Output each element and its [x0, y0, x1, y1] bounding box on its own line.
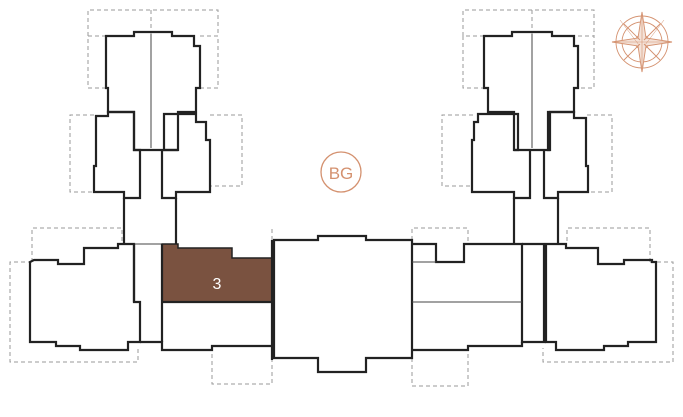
right-tower-upper-wall — [482, 30, 580, 152]
balcony-right-mid-b — [587, 114, 613, 193]
building-walls — [28, 30, 658, 374]
balcony-center-left-bottom — [211, 354, 273, 385]
balcony-left-top — [87, 9, 219, 36]
unit-3-highlight[interactable] — [161, 243, 273, 303]
balcony-far-right-top — [566, 227, 651, 262]
left-tower-lower-wall-b — [160, 112, 212, 200]
right-central-divider — [412, 261, 522, 303]
balcony-left-top-side-b — [200, 35, 219, 89]
balcony-right-top — [462, 9, 595, 36]
balcony-far-right-bottom — [542, 261, 674, 363]
floor-badge: BG — [320, 151, 362, 193]
balcony-left-mid-a — [69, 114, 94, 193]
balcony-right-top-side-a — [462, 35, 484, 89]
balcony-center-right-bottom — [411, 354, 469, 387]
left-tower-lower-wall — [92, 110, 142, 200]
far-right-wing-wall — [544, 242, 658, 352]
floor-label: BG — [329, 164, 354, 183]
left-tower-upper-wall — [104, 30, 202, 152]
balcony-far-left-bottom — [9, 261, 139, 363]
right-central-wing-wall — [412, 242, 546, 344]
balcony-center-left-top — [271, 227, 274, 240]
balcony-right-mid-a — [441, 114, 473, 187]
floor-badge-ring — [320, 151, 362, 193]
compass-rose-icon — [611, 11, 673, 73]
balcony-far-left-top — [31, 227, 123, 262]
left-central-wing-wall — [140, 340, 272, 352]
right-central-bottom — [412, 342, 524, 352]
balcony-left-top-side-a — [87, 35, 106, 89]
far-left-wing-wall — [28, 242, 142, 352]
balcony-outlines — [9, 9, 674, 387]
balcony-center-right-top — [411, 227, 469, 244]
balcony-left-mid-b — [210, 114, 243, 187]
right-tower-lower-wall — [470, 112, 532, 200]
central-block-wall — [272, 234, 414, 374]
right-corridor-wall — [522, 242, 546, 342]
balcony-right-top-side-b — [578, 35, 595, 89]
left-central-corridor — [132, 240, 274, 360]
unit-3-label: 3 — [213, 276, 222, 293]
